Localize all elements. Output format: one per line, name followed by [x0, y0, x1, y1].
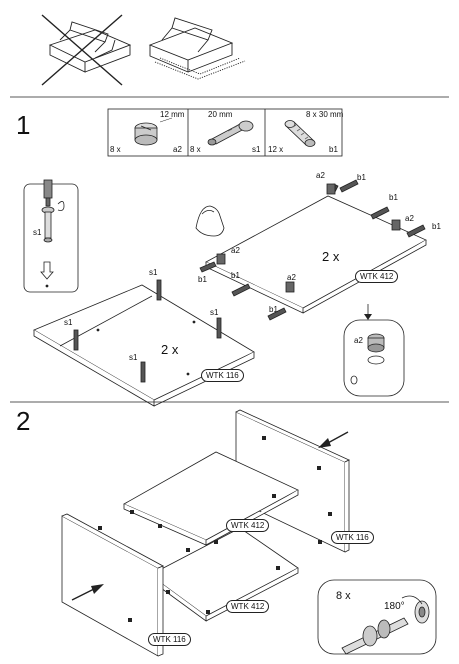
step-number-1: 1 — [16, 110, 31, 140]
label-s1-b: s1 — [64, 318, 73, 327]
dowel-b1-icon — [284, 120, 316, 147]
b1-code-label: b1 — [329, 145, 338, 154]
rotate-detail-box — [317, 579, 437, 655]
screwdriver-rotate-icon — [341, 600, 430, 655]
cam-bolt-s1-icon — [207, 120, 254, 146]
s1-size-label: 20 mm — [208, 110, 233, 119]
label-b1-right1: b1 — [389, 193, 398, 202]
correct-unpack-icon — [148, 17, 246, 80]
cam-lock-a2-icon — [134, 122, 158, 146]
panel-count-left: 2 x — [161, 342, 179, 357]
part-code-wtk412-step2b: WTK 412 — [226, 600, 270, 613]
part-code-wtk412-step2a: WTK 412 — [226, 519, 270, 532]
part-code-wtk116: WTK 116 — [201, 369, 244, 382]
label-a2-mid: a2 — [287, 273, 296, 282]
label-a2-detail: a2 — [354, 336, 363, 345]
lower-shelf — [149, 527, 299, 622]
top-panel-fittings — [199, 179, 426, 321]
a2-qty-label: 8 x — [110, 145, 121, 154]
s1-code-label: s1 — [252, 145, 261, 154]
rotate-count-label: 8 x — [336, 590, 351, 602]
label-a2-right: a2 — [405, 214, 414, 223]
part-code-wtk116-step2b: WTK 116 — [148, 633, 191, 646]
left-side-panel — [61, 513, 164, 657]
cam-detail-icon — [367, 333, 385, 365]
a2-code-label: a2 — [173, 145, 182, 154]
label-b1-top: b1 — [357, 173, 366, 182]
rotate-180-arrow-icon — [401, 595, 423, 605]
step2-fittings — [98, 436, 332, 622]
hand-icon — [195, 205, 225, 237]
label-s1-c: s1 — [210, 308, 219, 317]
side-panel-bolts — [73, 279, 222, 383]
label-b1-right2: b1 — [432, 222, 441, 231]
s1-qty-label: 8 x — [190, 145, 201, 154]
down-arrow-icon — [40, 261, 54, 280]
rotate-arrow-icon — [57, 201, 65, 211]
label-s1-a: s1 — [149, 268, 158, 277]
screwdriver-icon — [41, 179, 55, 243]
part-code-wtk116-step2a: WTK 116 — [331, 531, 374, 544]
label-s1-d: s1 — [129, 353, 138, 362]
parts-box — [107, 108, 343, 157]
rotate-degree-label: 180° — [384, 601, 405, 612]
b1-size-label: 8 x 30 mm — [306, 110, 344, 119]
packaging-illustration — [10, 14, 449, 98]
a2-size-label: 12 mm — [160, 110, 185, 119]
label-b1-bottom: b1 — [269, 305, 278, 314]
label-b1-left: b1 — [198, 275, 207, 284]
label-a2-top: a2 — [316, 171, 325, 180]
step-number-2: 2 — [16, 406, 31, 436]
step1-drawings — [10, 179, 449, 407]
wrong-unpack-icon — [41, 14, 132, 86]
part-code-wtk412: WTK 412 — [355, 270, 399, 283]
label-b1-mid: b1 — [231, 271, 240, 280]
label-s1-detail: s1 — [33, 228, 42, 237]
panel-count-top: 2 x — [322, 249, 340, 264]
b1-qty-label: 12 x — [268, 145, 284, 154]
label-a2-left: a2 — [231, 246, 240, 255]
